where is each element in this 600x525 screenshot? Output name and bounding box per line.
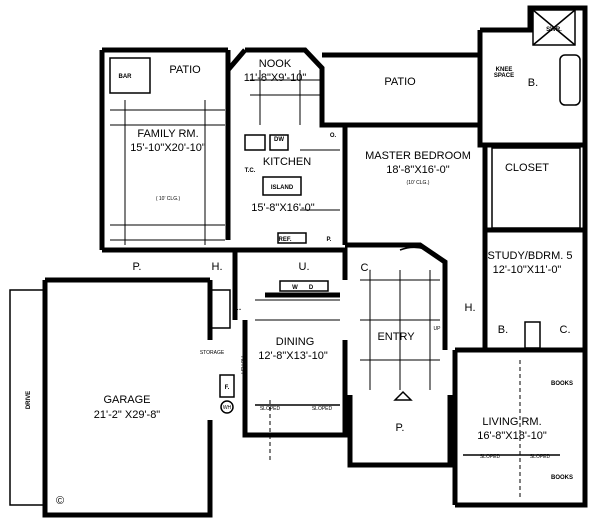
copyright-mark: ©: [56, 495, 64, 507]
bar-label: BAR: [119, 74, 133, 80]
porch-front-label: P.: [396, 422, 405, 434]
patio-small-label: PATIO: [169, 64, 201, 76]
master-bedroom-ceiling: (10' CLG.): [407, 180, 430, 186]
study-size: 12'-10"X11'-0": [493, 264, 562, 276]
trash-compactor-label: T.C.: [245, 168, 256, 174]
master-bath-label: B.: [528, 77, 538, 89]
pantry-label: P.: [327, 237, 332, 243]
dining-sloped-left: SLOPED: [260, 406, 281, 412]
living-sloped-right: SLOPED: [530, 454, 551, 460]
dining-sloped-right: SLOPED: [312, 406, 333, 412]
hall-right-label: H.: [465, 302, 476, 314]
garage-label: GARAGE: [103, 394, 150, 406]
nook-label: NOOK: [259, 58, 292, 70]
porch-left-label: P.: [133, 261, 142, 273]
dining-label: DINING: [276, 336, 315, 348]
dryer-label: D: [309, 285, 314, 291]
storage-label: STORAGE: [200, 350, 225, 356]
lav-label: L.: [232, 301, 241, 313]
patio-main-label: PATIO: [384, 76, 416, 88]
dining-size: 12'-8"X13'-10": [258, 350, 328, 362]
fixtures: [9, 9, 581, 506]
living-room-label: LIVING RM.: [482, 416, 541, 428]
family-room-size: 15'-10"X20'-10": [130, 142, 206, 154]
garage-size: 21'-2" X29'-8": [94, 409, 161, 421]
hutch-label: HUTCH: [239, 356, 245, 374]
utility-label: U.: [299, 261, 310, 273]
study-label: STUDY/BDRM. 5: [488, 250, 573, 262]
study-closet-label: C.: [560, 324, 571, 336]
oven-label: O.: [330, 133, 337, 139]
kitchen-size: 15'-8"X16'-0": [251, 202, 314, 214]
closet-label: CLOSET: [505, 162, 549, 174]
shower-label: SWR.: [546, 27, 562, 33]
books-top-label: BOOKS: [551, 381, 573, 387]
water-heater-label: WH: [223, 405, 232, 411]
kitchen-label: KITCHEN: [263, 156, 311, 168]
master-bedroom-label: MASTER BEDROOM: [365, 150, 471, 162]
refrigerator-label: REF.: [278, 237, 291, 243]
dishwasher-label: DW: [274, 137, 284, 143]
freezer-label: F.: [225, 385, 230, 391]
books-bottom-label: BOOKS: [551, 475, 573, 481]
family-room-ceiling: ( 10' CLG.): [156, 196, 181, 202]
entry-closet-label: C.: [361, 262, 372, 274]
tile-grid: [110, 70, 440, 390]
drive-label: DRIVE: [26, 391, 32, 409]
hall-left-label: H.: [212, 261, 223, 273]
knee-space-label-1: KNEE: [496, 67, 513, 73]
knee-space-label-2: SPACE: [494, 73, 514, 79]
living-room-size: 16'-8"X18'-10": [477, 430, 547, 442]
nook-size: 11'-8"X9'-10": [244, 72, 307, 84]
island-label: ISLAND: [271, 185, 294, 191]
living-sloped-left: SLOPED: [480, 454, 501, 460]
family-room-label: FAMILY RM.: [137, 128, 198, 140]
study-bath-label: B.: [498, 324, 508, 336]
master-bedroom-size: 18'-8"X16'-0": [386, 164, 449, 176]
washer-label: W: [292, 285, 298, 291]
stairs-up-label: UP: [434, 326, 442, 332]
entry-label: ENTRY: [377, 331, 415, 343]
